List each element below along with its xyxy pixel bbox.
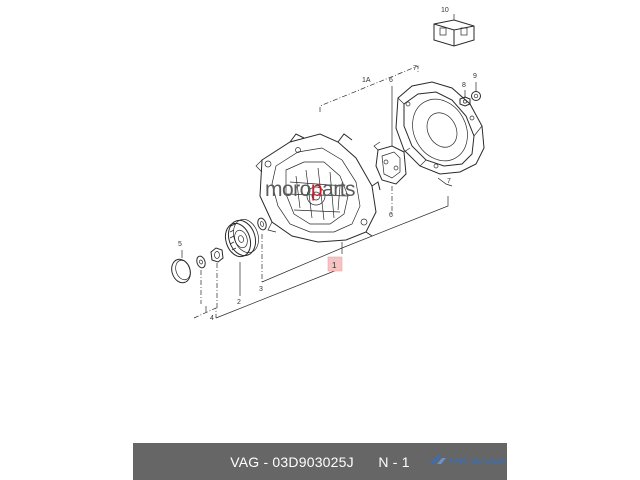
part-2-pulley: [224, 219, 259, 258]
part-9-washer: [471, 91, 481, 101]
watermark-logo: moroparts: [265, 178, 356, 202]
footer-bar: VAG - 03D903025J N - 1 PARTSLINKER: [133, 443, 507, 480]
part-1-alternator: [255, 133, 381, 243]
watermark-part-2: arts: [322, 178, 356, 201]
exploded-parts-diagram: 10 1A 6 7 8 9 7 6: [171, 7, 485, 322]
part-8-nut: [459, 96, 471, 107]
main-leader-line: [215, 267, 343, 319]
callout-8: 8: [462, 82, 466, 89]
part-6-regulator: [373, 141, 411, 185]
callout-7-top: 7: [413, 65, 417, 72]
partslinker-icon: [429, 456, 446, 464]
callout-1a: 1A: [362, 77, 371, 84]
callout-3: 3: [259, 286, 263, 293]
callout-4: 4: [210, 315, 214, 322]
top-leader-line: [319, 65, 419, 112]
watermark-accent-letter: p: [310, 178, 323, 201]
callout-6-mid: 6: [389, 212, 393, 219]
partslinker-text: PARTSLINKER: [448, 455, 505, 465]
callout-2: 2: [237, 299, 241, 306]
part-7-rear-cover: [395, 81, 485, 175]
part-5-cap: [171, 258, 191, 284]
part-10-connector: [433, 14, 475, 47]
part-4-nut: [210, 247, 224, 263]
callout-6-top: 6: [389, 77, 393, 84]
part-4-small-washer: [196, 255, 206, 269]
callout-10: 10: [441, 7, 449, 14]
watermark-part-1: moro: [265, 178, 311, 201]
part-3-washer: [257, 217, 267, 231]
callout-9: 9: [473, 73, 477, 80]
callout-7-right: 7: [447, 178, 451, 185]
callout-5: 5: [178, 241, 182, 248]
part-number-label: VAG - 03D903025J N - 1: [230, 453, 410, 470]
callout-1-highlight: [327, 256, 343, 272]
callout-1: 1: [332, 261, 337, 270]
partslinker-logo: PARTSLINKER: [429, 453, 505, 467]
